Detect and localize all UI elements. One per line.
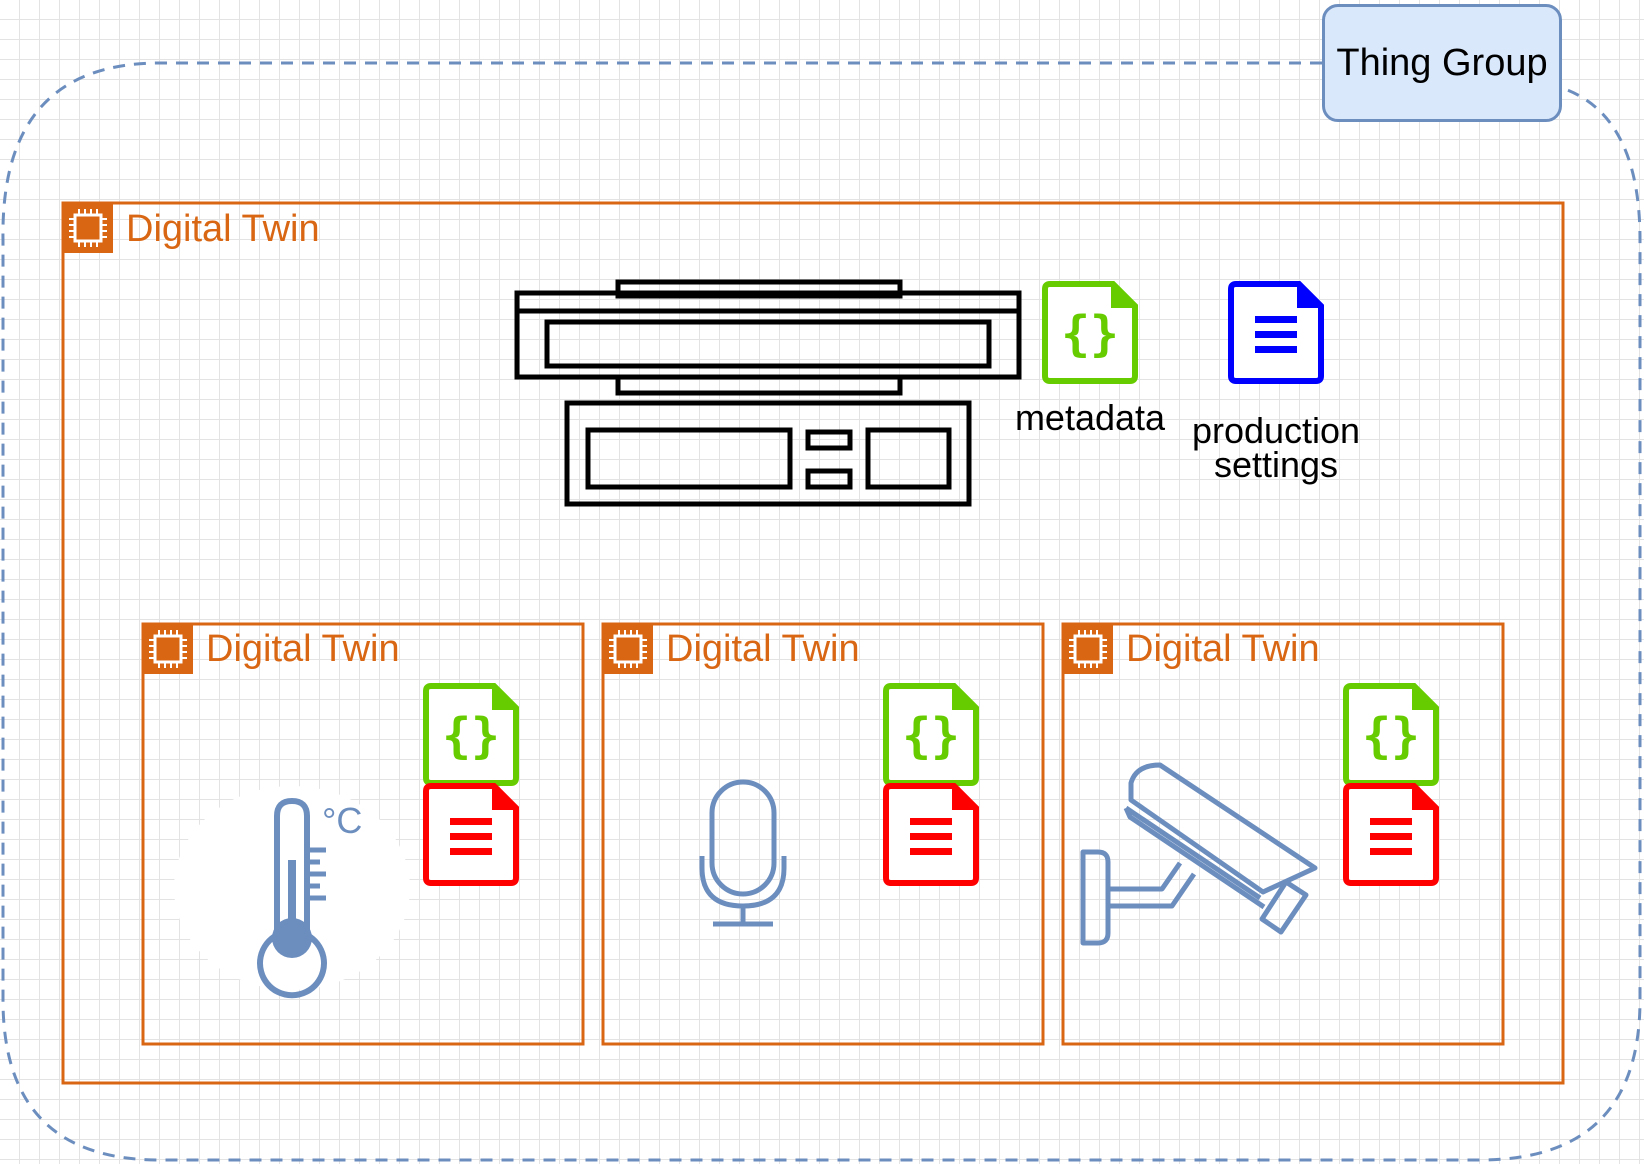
metadata-caption: metadata [1014,397,1166,438]
child-twin-title: Digital Twin [206,628,400,670]
chip-icon [1061,622,1115,676]
text-document-icon [423,783,519,886]
json-document-icon: {} [883,683,979,786]
json-glyph: {} [1061,306,1119,362]
production-settings-caption: production settings [1191,410,1361,485]
main-twin-title: Digital Twin [126,208,320,250]
json-glyph: {} [902,708,960,764]
chip-icon [141,622,195,676]
text-document-icon [883,783,979,886]
child-twin-frame-2 [601,622,1045,1046]
child-twin-title: Digital Twin [1126,628,1320,670]
json-glyph: {} [442,708,500,764]
child-twin-frame-1 [141,622,585,1046]
chip-icon [61,201,115,255]
main-twin-frame [61,201,1565,1085]
thing-group-label: Thing Group [1322,4,1562,122]
chip-icon [601,622,655,676]
security-camera-icon [1080,762,1318,946]
text-document-icon [1228,281,1324,384]
text-document-icon [1343,783,1439,886]
child-twin-title: Digital Twin [666,628,860,670]
json-document-icon: {} [1343,683,1439,786]
child-twin-frame-3 [1061,622,1505,1046]
machine-icon [514,279,1022,507]
unit-label: °C [322,800,362,841]
json-document-icon: {} [1042,281,1138,384]
json-glyph: {} [1362,708,1420,764]
thermometer-icon: °C [174,786,410,999]
microphone-icon [699,779,787,927]
json-document-icon: {} [423,683,519,786]
